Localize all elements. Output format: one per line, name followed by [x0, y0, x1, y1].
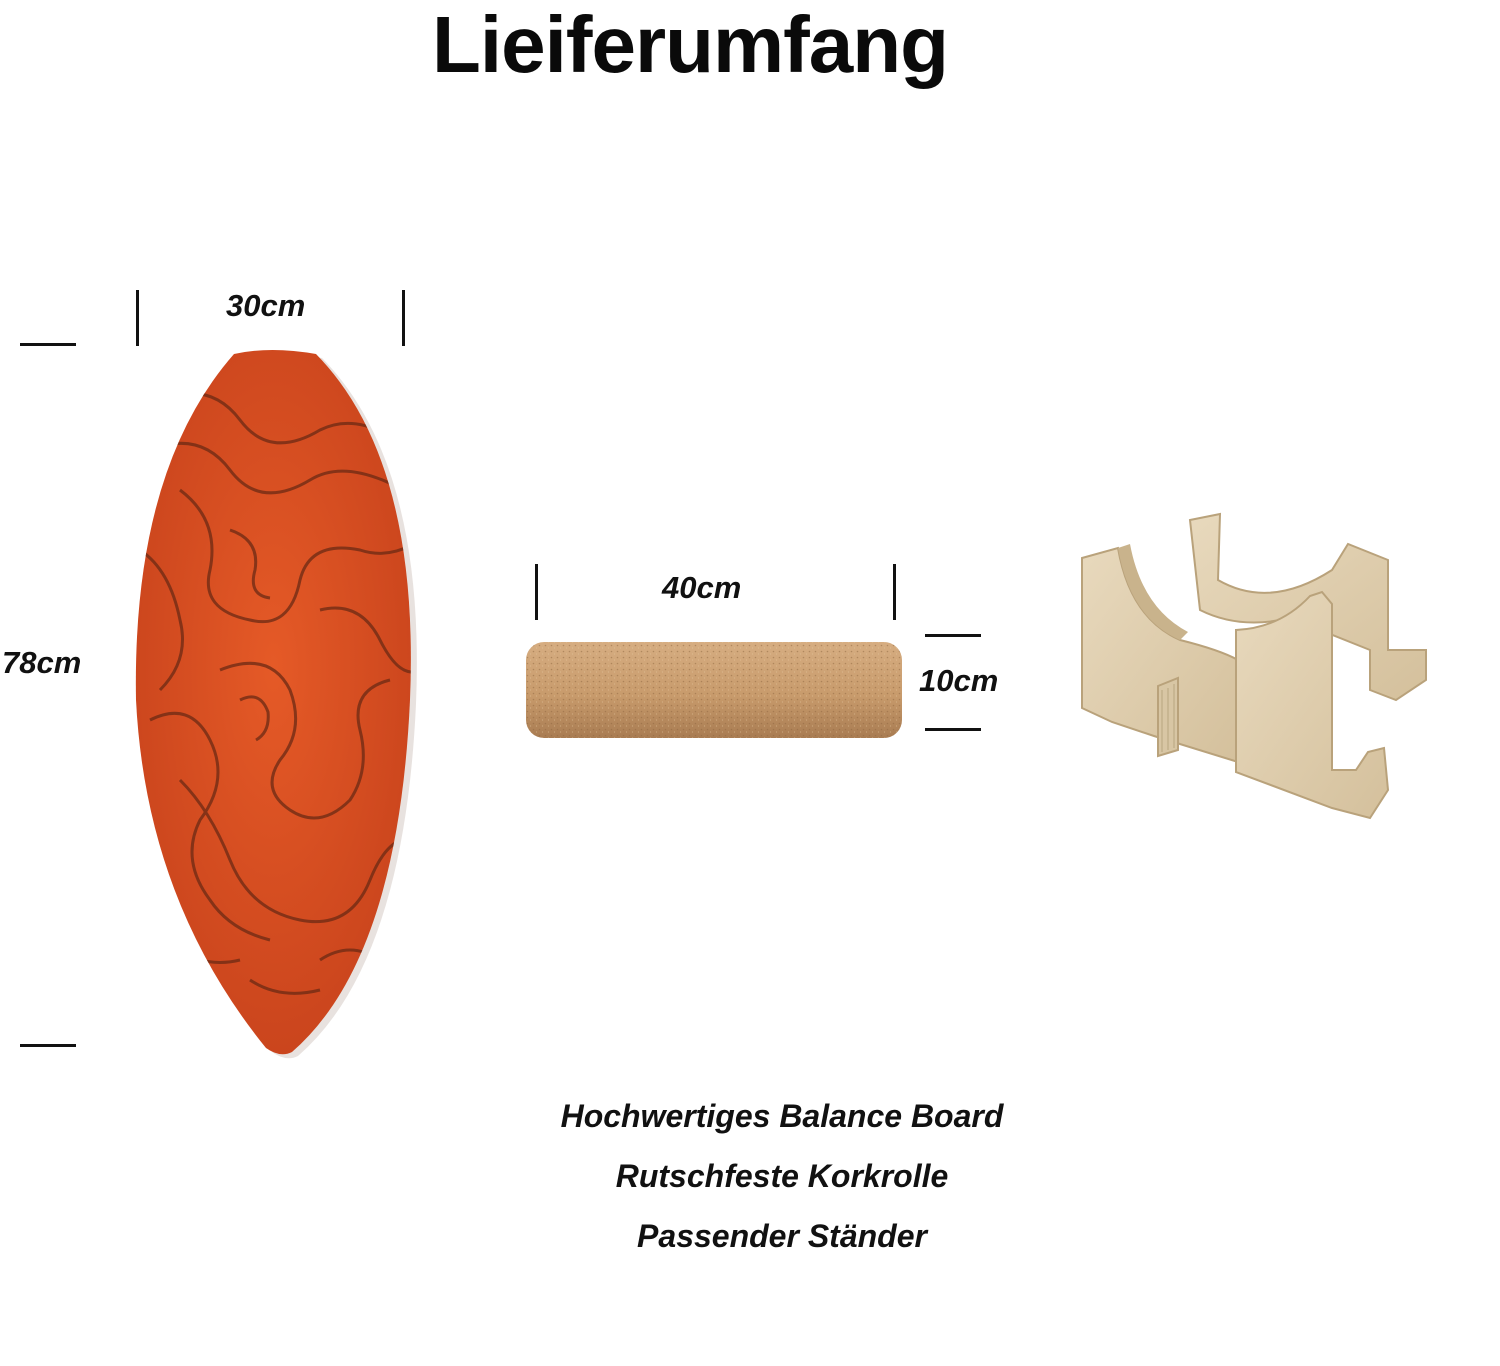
roll-diameter-label: 10cm — [919, 663, 999, 698]
board-width-marker-right — [402, 290, 405, 346]
board-length-marker-bottom — [20, 1044, 76, 1047]
plywood-stand-image — [1081, 512, 1427, 820]
page-title: Lieiferumfang — [432, 0, 949, 89]
roll-diameter-marker-bottom — [925, 728, 981, 731]
roll-diameter-marker-top — [925, 634, 981, 637]
roll-length-marker-left — [535, 564, 538, 620]
roll-length-label: 40cm — [662, 570, 742, 605]
board-width-label: 30cm — [226, 288, 306, 323]
cork-roll-image — [526, 642, 902, 738]
board-width-marker-left — [136, 290, 139, 346]
board-length-marker-top — [20, 343, 76, 346]
balance-board-image — [135, 350, 417, 1059]
caption-stand: Passender Ständer — [637, 1218, 927, 1254]
caption-balance-board: Hochwertiges Balance Board — [560, 1098, 1004, 1134]
caption-cork-roll: Rutschfeste Korkrolle — [615, 1158, 949, 1194]
roll-length-marker-right — [893, 564, 896, 620]
board-length-label: 78cm — [2, 645, 82, 680]
